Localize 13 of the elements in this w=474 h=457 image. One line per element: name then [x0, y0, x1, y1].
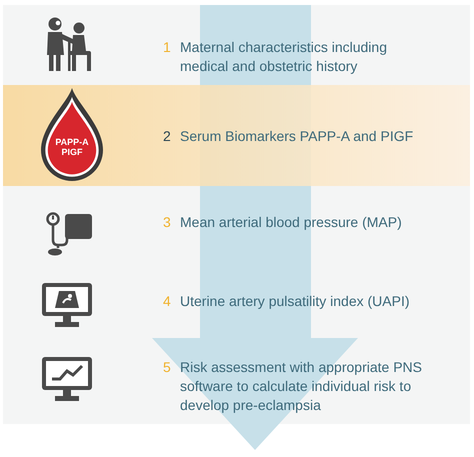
step-number: 4 — [163, 292, 171, 311]
step-number: 2 — [163, 127, 171, 146]
step-number: 3 — [163, 213, 171, 232]
step-number: 5 — [163, 358, 171, 377]
blood-drop — [40, 88, 104, 181]
drop-label: PAPP-A PIGF — [54, 137, 90, 157]
step-text: Serum Biomarkers PAPP-A and PIGF — [180, 127, 414, 146]
step-text: Mean arterial blood pressure (MAP) — [180, 213, 402, 232]
step-number: 1 — [163, 38, 171, 57]
highlight-band — [3, 85, 470, 186]
step-text: Maternal characteristics including medical and obstetric history — [180, 38, 388, 76]
step-text: Uterine artery pulsatility index (UAPI) — [180, 292, 410, 311]
step-text: Risk assessment with appropriate PNS software to calculate individual risk to develop pre-eclampsia — [180, 358, 423, 415]
